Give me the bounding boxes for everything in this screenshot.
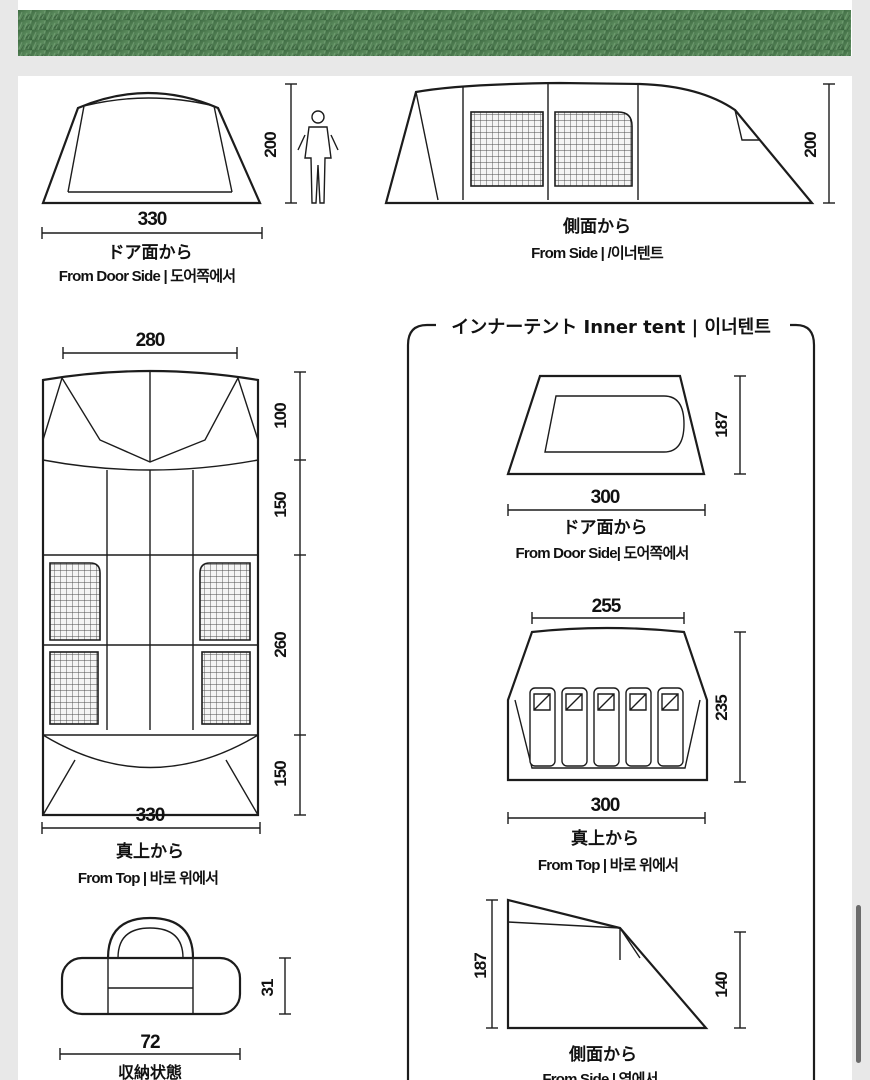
bag-height-label: 31 bbox=[258, 979, 277, 996]
top-view-width-bottom-label: 330 bbox=[136, 805, 165, 826]
inner-door-caption-jp: ドア面から bbox=[563, 518, 648, 538]
storage-bag bbox=[60, 916, 242, 1016]
bag-caption-jp: 収納状態 bbox=[118, 1063, 182, 1080]
side-caption-jp: 側面から bbox=[562, 216, 631, 237]
top-view-seg4-label: 150 bbox=[271, 761, 290, 787]
side-window-left bbox=[470, 111, 544, 187]
door-side-width-label: 330 bbox=[138, 209, 167, 230]
top-view-seg3-label: 260 bbox=[271, 632, 290, 658]
inner-top-width-dim bbox=[531, 612, 685, 624]
inner-side-right-height-dim bbox=[734, 931, 746, 1029]
side-height-dim bbox=[823, 83, 835, 204]
inner-top-width-bottom-label: 300 bbox=[591, 795, 620, 816]
sleeping-bags bbox=[529, 687, 684, 767]
inner-door-width-dim bbox=[507, 504, 706, 516]
inner-top-width-top-label: 255 bbox=[592, 596, 622, 617]
side-view bbox=[384, 81, 815, 205]
bag-width-dim bbox=[59, 1048, 241, 1060]
inner-side-view bbox=[506, 898, 709, 1030]
inner-door-height-label: 187 bbox=[712, 412, 731, 438]
top-view-width-top-label: 280 bbox=[136, 330, 165, 351]
inner-top-height-dim bbox=[734, 631, 746, 783]
door-side-view bbox=[41, 91, 262, 205]
door-side-height-dim bbox=[285, 83, 297, 204]
side-caption-en: From Side | /이너텐트 bbox=[531, 245, 664, 262]
inner-side-right-height-label: 140 bbox=[712, 972, 731, 998]
left-frame bbox=[0, 0, 18, 1080]
inner-side-left-height-dim bbox=[486, 899, 498, 1029]
inner-top-height-label: 235 bbox=[712, 695, 731, 721]
inner-tent-title: インナーテント Inner tent | 이너텐트 bbox=[451, 317, 771, 338]
inner-top-view bbox=[506, 626, 709, 782]
top-view-seg2-label: 150 bbox=[271, 492, 290, 518]
right-frame bbox=[852, 0, 870, 1080]
top-view-caption-jp: 真上から bbox=[116, 841, 184, 862]
inner-door-width-label: 300 bbox=[591, 487, 620, 508]
top-view-length-dims bbox=[294, 371, 306, 816]
side-height-label: 200 bbox=[801, 132, 820, 158]
door-side-height-label: 200 bbox=[261, 132, 280, 158]
door-side-caption-en: From Door Side | 도어쪽에서 bbox=[59, 268, 235, 285]
top-view-bottom-width-dim bbox=[41, 822, 261, 834]
person-icon bbox=[297, 110, 339, 204]
bag-width-label: 72 bbox=[140, 1032, 160, 1053]
inner-tent-panel-border bbox=[406, 323, 816, 1080]
top-view-width-dim bbox=[62, 347, 238, 359]
inner-side-caption-en: From Side | 옆에서 bbox=[542, 1070, 657, 1080]
inner-door-height-dim bbox=[734, 375, 746, 475]
inner-door-side-view bbox=[506, 374, 706, 476]
top-gap bbox=[18, 56, 852, 76]
top-view-seg1-label: 100 bbox=[271, 403, 290, 429]
side-window-right bbox=[554, 111, 633, 187]
inner-door-caption-en: From Door Side| 도어쪽에서 bbox=[515, 545, 688, 562]
inner-side-caption-jp: 側面から bbox=[568, 1044, 637, 1065]
top-view bbox=[41, 369, 260, 817]
bag-height-dim bbox=[279, 957, 291, 1015]
inner-side-left-height-label: 187 bbox=[471, 953, 490, 979]
grass-photo-banner bbox=[18, 10, 851, 56]
door-side-caption-jp: ドア面から bbox=[108, 243, 193, 263]
inner-top-caption-en: From Top | 바로 위에서 bbox=[538, 856, 678, 874]
top-view-caption-en: From Top | 바로 위에서 bbox=[78, 869, 218, 887]
vertical-scrollbar[interactable] bbox=[856, 905, 861, 1063]
inner-top-bottom-width-dim bbox=[507, 812, 706, 824]
door-side-width-dim bbox=[41, 227, 263, 239]
inner-top-caption-jp: 真上から bbox=[571, 828, 639, 849]
